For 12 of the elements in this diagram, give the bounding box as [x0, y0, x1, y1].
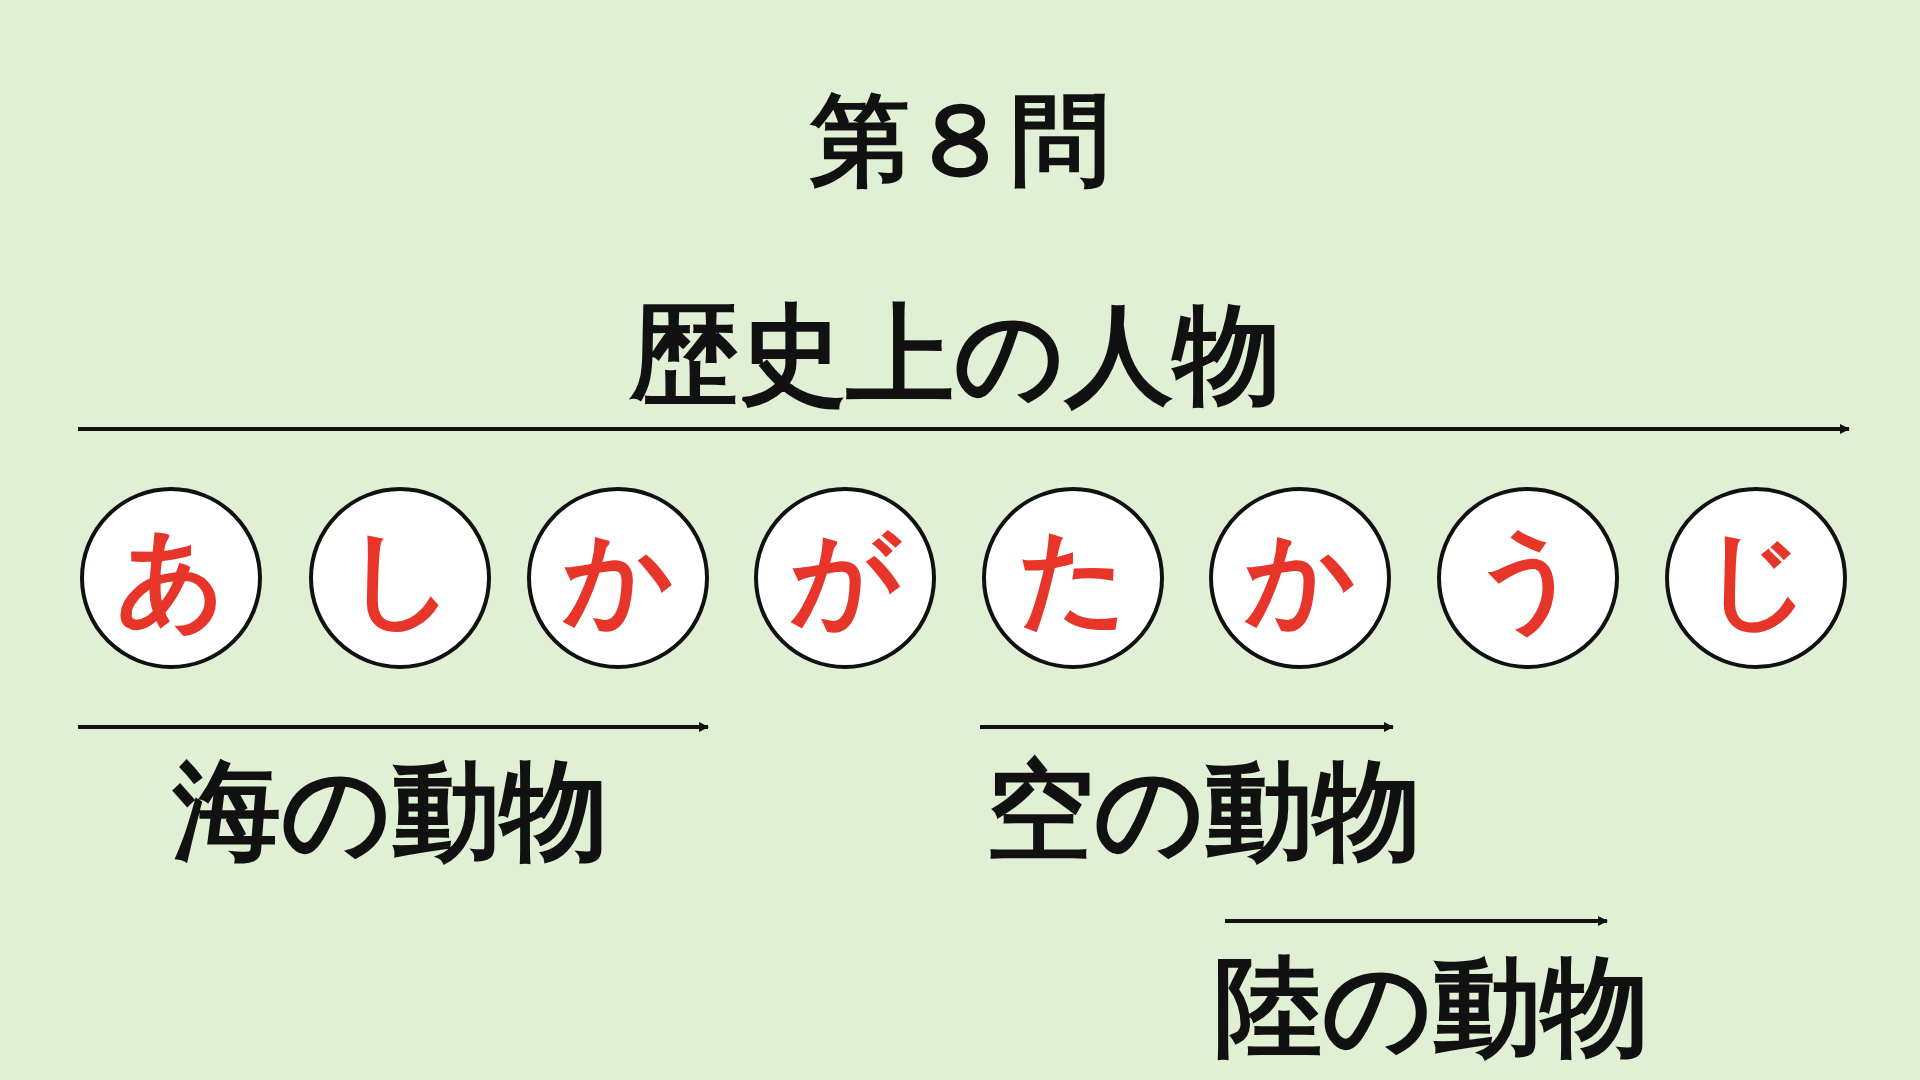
heading: 歴史上の人物	[629, 301, 1281, 409]
letter-circle: あ	[80, 487, 262, 669]
range-label: 海の動物	[172, 757, 608, 865]
letter-circle: う	[1437, 487, 1619, 669]
letter-circle: た	[982, 487, 1164, 669]
range-label: 陸の動物	[1213, 953, 1649, 1061]
letter-circle: じ	[1665, 487, 1847, 669]
letter-circle: か	[1209, 487, 1391, 669]
title: 第８問	[810, 91, 1110, 191]
letter-circle: か	[527, 487, 709, 669]
letter-circle: が	[754, 487, 936, 669]
letter-circle: し	[309, 487, 491, 669]
